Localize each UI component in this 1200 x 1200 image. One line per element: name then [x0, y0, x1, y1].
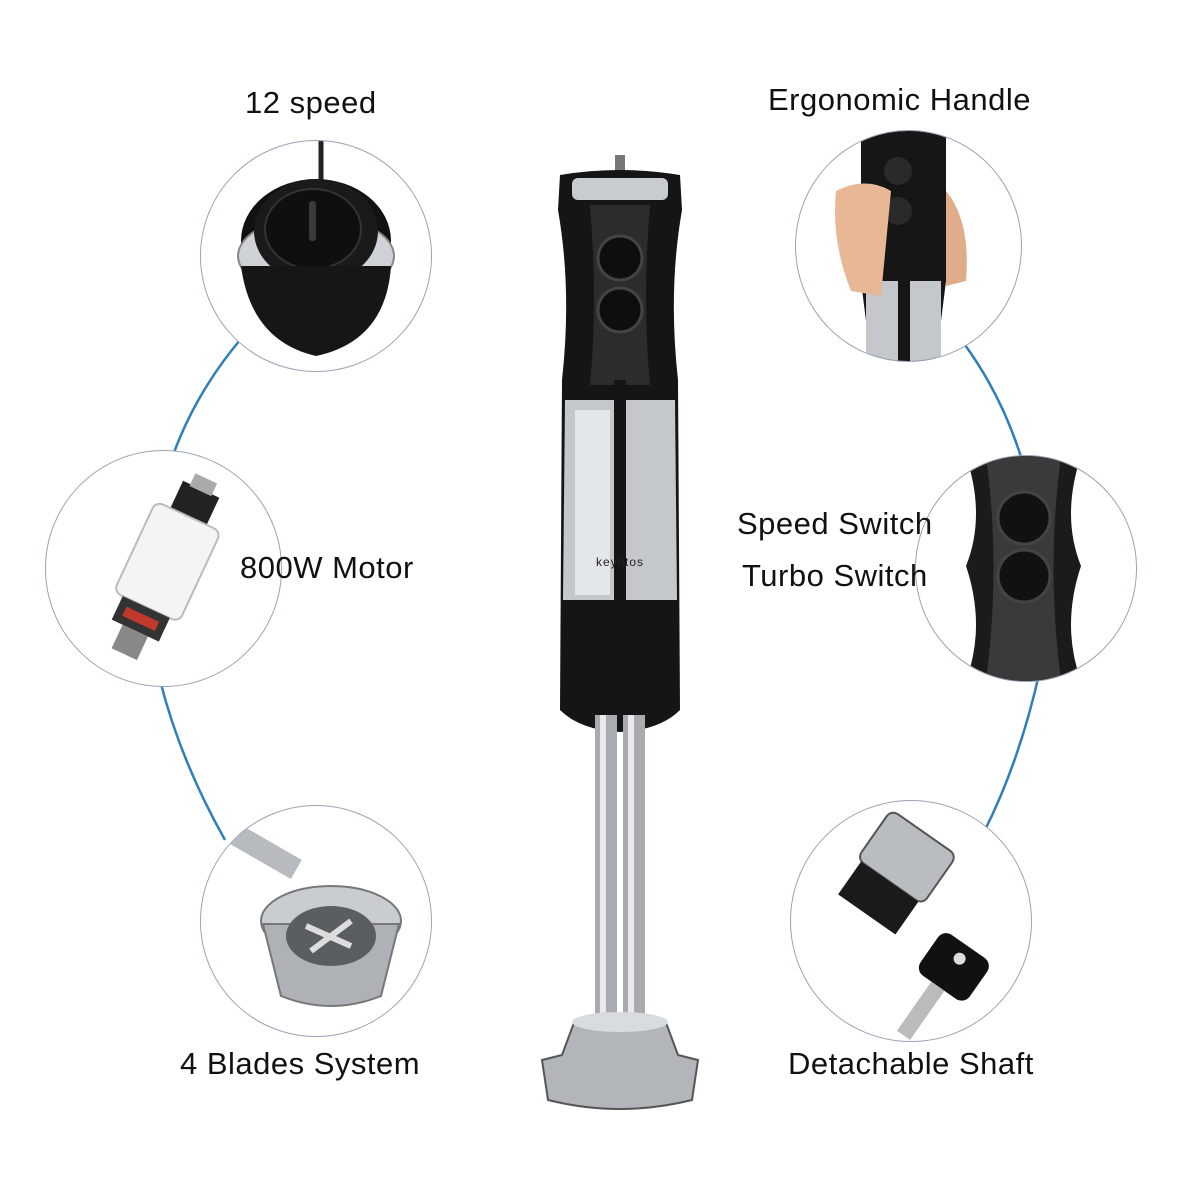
- detachable-shaft-icon: [838, 811, 989, 1040]
- hand-blender-illustration: keylitos: [540, 155, 700, 1110]
- right-connector-bottom: [983, 669, 1042, 831]
- brand-logo: keylitos: [596, 555, 644, 569]
- switch-circle: [915, 455, 1137, 682]
- motor-circle: [45, 450, 282, 687]
- speed-dial-label: 12 speed: [245, 85, 377, 120]
- blades-label: 4 Blades System: [180, 1046, 421, 1081]
- right-connector-top: [963, 344, 1027, 471]
- speed-dial-circle: [200, 140, 432, 372]
- handle-label: Ergonomic Handle: [768, 82, 1032, 117]
- shaft-label: Detachable Shaft: [788, 1046, 1034, 1081]
- speed-dial-icon: [237, 141, 395, 356]
- blades-circle: [200, 805, 432, 1037]
- left-connector-bottom: [158, 679, 227, 841]
- hand-grip-icon: [835, 131, 967, 361]
- shaft-circle: [790, 800, 1032, 1042]
- switch-buttons-icon: [966, 456, 1081, 681]
- turbo-switch-label: Turbo Switch: [742, 558, 928, 593]
- motor-label: 800W Motor: [240, 550, 414, 585]
- blade-guard-icon: [230, 824, 402, 1007]
- motor-icon: [111, 473, 220, 661]
- handle-circle: [795, 130, 1022, 362]
- speed-switch-label: Speed Switch: [737, 506, 933, 541]
